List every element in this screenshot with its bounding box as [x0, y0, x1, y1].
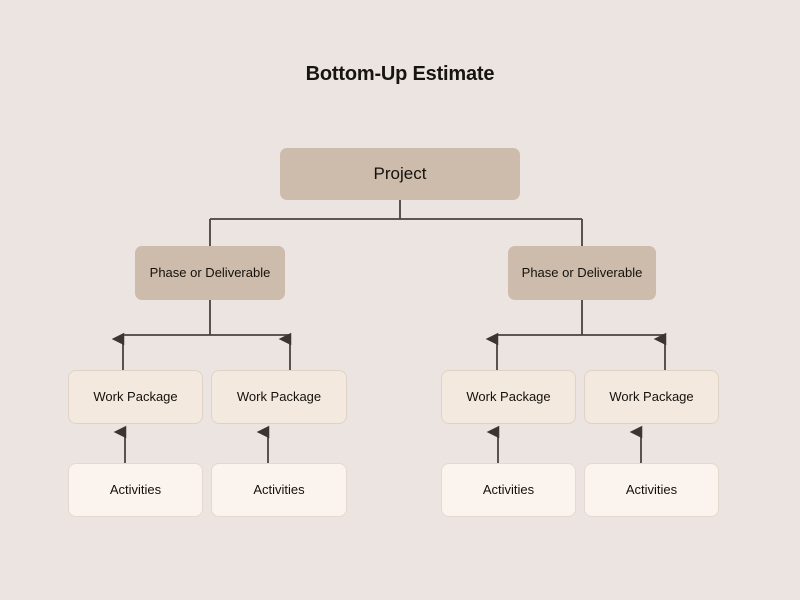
node-activities-2[interactable]: Activities: [211, 463, 347, 517]
node-label: Work Package: [236, 389, 322, 405]
node-work-package-3[interactable]: Work Package: [441, 370, 576, 424]
node-phase-or-deliverable-right[interactable]: Phase or Deliverable: [508, 246, 656, 300]
node-project[interactable]: Project: [280, 148, 520, 200]
node-activities-3[interactable]: Activities: [441, 463, 576, 517]
node-activities-1[interactable]: Activities: [68, 463, 203, 517]
node-label: Work Package: [93, 389, 178, 405]
node-activities-4[interactable]: Activities: [584, 463, 719, 517]
node-label: Activities: [253, 482, 305, 498]
node-work-package-1[interactable]: Work Package: [68, 370, 203, 424]
node-label: Activities: [482, 482, 535, 498]
connector-activities-to-workpackages: [113, 425, 643, 463]
node-label: Activities: [109, 482, 162, 498]
page-title: Bottom-Up Estimate: [305, 63, 495, 85]
connector-workpackages-to-phase-left: [111, 300, 292, 370]
node-label: Phase or Deliverable: [149, 265, 271, 281]
node-label: Activities: [625, 482, 678, 498]
connector-workpackages-to-phase-right: [485, 300, 667, 370]
connector-project-to-phases: [209, 200, 583, 246]
node-label: Project: [373, 163, 427, 183]
node-label: Work Package: [609, 389, 694, 405]
node-phase-or-deliverable-left[interactable]: Phase or Deliverable: [135, 246, 285, 300]
node-work-package-2[interactable]: Work Package: [211, 370, 347, 424]
node-label: Work Package: [466, 389, 551, 405]
node-work-package-4[interactable]: Work Package: [584, 370, 719, 424]
node-label: Phase or Deliverable: [521, 265, 643, 281]
